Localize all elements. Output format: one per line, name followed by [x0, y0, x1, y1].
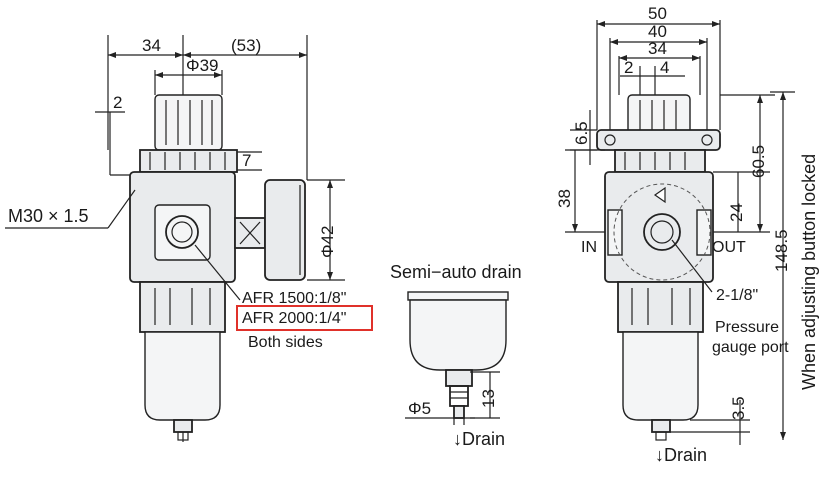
highlight-box: [236, 305, 373, 331]
dim-6-5: 6.5: [572, 121, 591, 145]
in-label: IN: [581, 239, 597, 256]
dim-3-5: 3.5: [729, 396, 748, 420]
drain-dim-height: 13: [479, 389, 498, 408]
dim-knob-diameter: Φ39: [186, 56, 218, 75]
drain-view: Semi−auto drain 13 Φ5 ↓Drain: [390, 262, 522, 449]
gauge-port-line-2: gauge port: [712, 339, 789, 356]
dim-60-5: 60.5: [749, 145, 768, 178]
dim-148-5: 148.5: [772, 229, 791, 272]
drain-label: ↓Drain: [453, 429, 505, 449]
dim-small: 2: [113, 93, 122, 112]
vertical-note: When adjusting button locked: [799, 154, 819, 390]
dim-24: 24: [727, 203, 746, 222]
left-view: 34 (53) Φ39 2 7: [5, 35, 373, 442]
port-label-both-sides: Both sides: [248, 334, 323, 351]
dim-gauge-diameter: Φ42: [318, 226, 337, 258]
out-label: OUT: [712, 239, 746, 256]
drain-view-title: Semi−auto drain: [390, 262, 522, 282]
gauge-port-line-1: Pressure: [715, 319, 779, 336]
drain-label-right: ↓Drain: [655, 445, 707, 465]
dim-width-right: (53): [231, 36, 261, 55]
dim-2: 2: [624, 58, 633, 77]
dim-38: 38: [555, 189, 574, 208]
dim-34: 34: [648, 39, 667, 58]
drain-dim-diameter: Φ5: [408, 399, 431, 418]
port-label-afr1500: AFR 1500:1/8": [242, 290, 346, 307]
dim-width-left: 34: [142, 36, 161, 55]
port-label-afr2000: AFR 2000:1/4": [242, 310, 346, 327]
dim-seven: 7: [242, 151, 251, 170]
thread-label: M30 × 1.5: [8, 206, 89, 226]
gauge-thread: 2-1/8": [716, 287, 758, 304]
right-view: 50 40 34 2 4 6.5: [555, 4, 819, 465]
dim-50: 50: [648, 4, 667, 23]
dim-40: 40: [648, 22, 667, 41]
dim-4: 4: [660, 58, 669, 77]
